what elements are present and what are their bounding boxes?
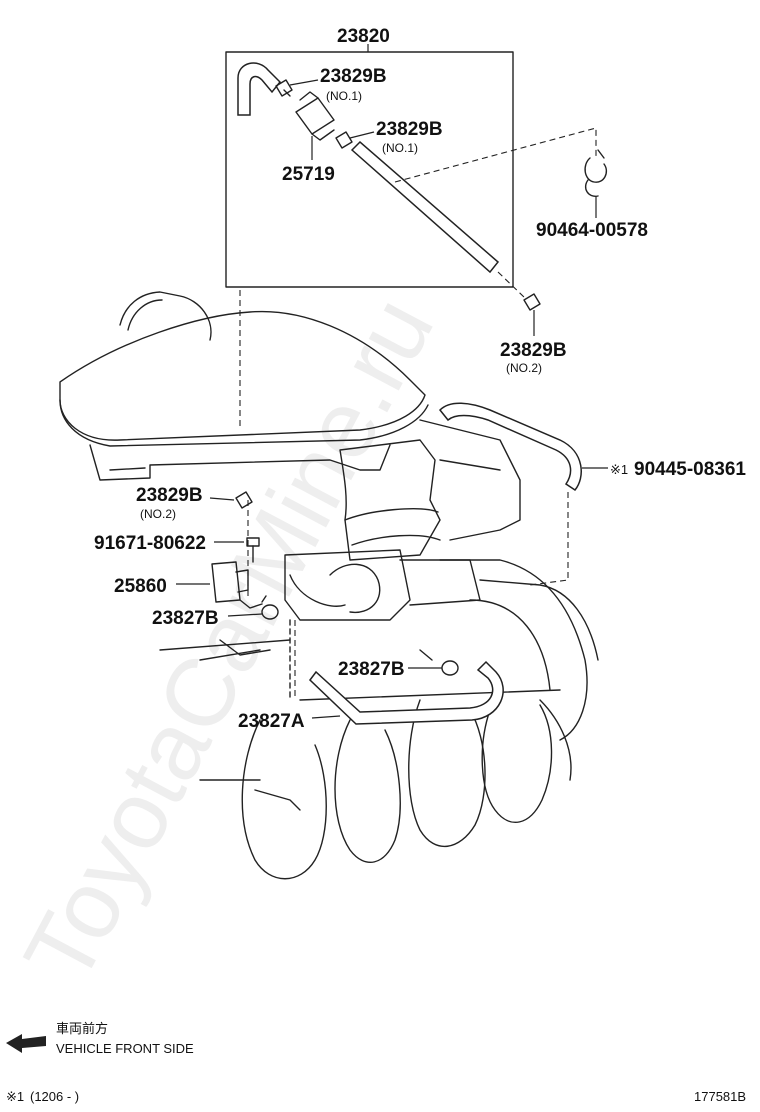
part-label-90445-08361[interactable]: 90445-08361 xyxy=(634,459,746,480)
engine-drawing xyxy=(59,291,599,880)
hose-long xyxy=(350,140,500,274)
part-label-25860[interactable]: 25860 xyxy=(114,576,167,597)
part-label-23829b-no1-mid[interactable]: 23829B xyxy=(376,119,443,140)
part-label-90464-00578[interactable]: 90464-00578 xyxy=(536,220,648,241)
direction-label-jp: 車両前方 xyxy=(56,1021,108,1036)
part-label-91671-80622[interactable]: 91671-80622 xyxy=(94,533,206,554)
part-label-23829b-no2-left[interactable]: 23829B xyxy=(136,485,203,506)
part-note-no2-left: (NO.2) xyxy=(140,507,176,521)
part-label-23827a[interactable]: 23827A xyxy=(238,711,305,732)
guide-line xyxy=(529,492,569,586)
part-label-25719[interactable]: 25719 xyxy=(282,164,335,185)
part-note-no1-mid: (NO.1) xyxy=(382,141,418,155)
clamp-icon xyxy=(419,649,459,676)
clamp-icon xyxy=(275,79,293,97)
vsv-icon xyxy=(211,561,263,609)
clamp-icon xyxy=(261,595,279,620)
part-note-no1-top: (NO.1) xyxy=(326,89,362,103)
assembly-frame xyxy=(225,51,514,288)
part-label-23829b-no1-top[interactable]: 23829B xyxy=(320,66,387,87)
part-note-no2-right: (NO.2) xyxy=(506,361,542,375)
clip-icon xyxy=(584,149,608,197)
part-label-23820[interactable]: 23820 xyxy=(337,26,390,47)
part-label-23829b-no2-right[interactable]: 23829B xyxy=(500,340,567,361)
part-label-23827b-left[interactable]: 23827B xyxy=(152,608,219,629)
direction-label-en: VEHICLE FRONT SIDE xyxy=(56,1041,194,1056)
guide-line xyxy=(497,271,526,299)
hose-upper xyxy=(237,62,282,116)
clamp-icon xyxy=(523,293,541,311)
clamp-icon xyxy=(335,131,353,149)
clamp-icon xyxy=(235,491,253,509)
diagram-id: 177581B xyxy=(694,1089,746,1104)
bolt-icon xyxy=(246,537,260,563)
hose-23827a xyxy=(309,660,504,725)
footnote-marker: ※1 xyxy=(6,1089,24,1104)
vsv-filter-icon xyxy=(283,89,335,141)
watermark: ToyotaCarMine.ru xyxy=(4,281,454,1000)
part-label-23827b-center[interactable]: 23827B xyxy=(338,659,405,680)
front-arrow-icon xyxy=(6,1034,46,1053)
hose-right xyxy=(438,402,582,491)
part-marker-1: ※1 xyxy=(610,462,628,477)
footnote-text: (1206 - ) xyxy=(30,1089,79,1104)
